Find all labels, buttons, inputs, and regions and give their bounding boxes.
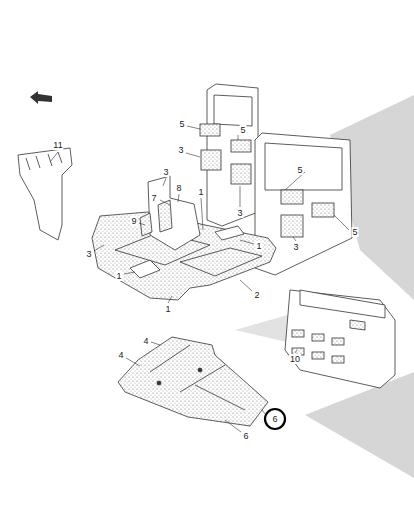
rear-platform xyxy=(285,290,395,388)
callout-number: 10 xyxy=(289,354,301,364)
callout-number: 1 xyxy=(115,271,122,281)
callout-number: 3 xyxy=(162,167,169,177)
leader-line xyxy=(50,126,349,432)
callout-number: 1 xyxy=(255,241,262,251)
callout-number: 5 xyxy=(178,119,185,129)
callout-number: 1 xyxy=(164,304,171,314)
callout-number: 7 xyxy=(150,193,157,203)
callout-number: 9 xyxy=(130,216,137,226)
callout-number: 4 xyxy=(117,350,124,360)
callout-number: 6 xyxy=(242,431,249,441)
callout-number: 3 xyxy=(177,145,184,155)
callout-number: 5 xyxy=(351,227,358,237)
callout-number: 5 xyxy=(296,165,303,175)
callout-number: 11 xyxy=(52,140,63,150)
side-panel xyxy=(18,148,72,240)
callout-number: 6 xyxy=(271,414,278,424)
door-panel xyxy=(200,84,258,226)
callout-number: 2 xyxy=(253,290,260,300)
callout-number: 3 xyxy=(85,249,92,259)
direction-arrow xyxy=(30,91,52,104)
callout-number: 1 xyxy=(197,187,204,197)
callout-number: 4 xyxy=(142,336,149,346)
callout-number: 5 xyxy=(239,125,246,135)
highlight-circle xyxy=(265,409,285,429)
floor-mat xyxy=(92,176,276,300)
callout-number: 8 xyxy=(175,183,182,193)
callout-number: 3 xyxy=(292,242,299,252)
floor-mat xyxy=(118,337,268,426)
callout-number: 3 xyxy=(236,208,243,218)
background-shade xyxy=(305,372,414,478)
